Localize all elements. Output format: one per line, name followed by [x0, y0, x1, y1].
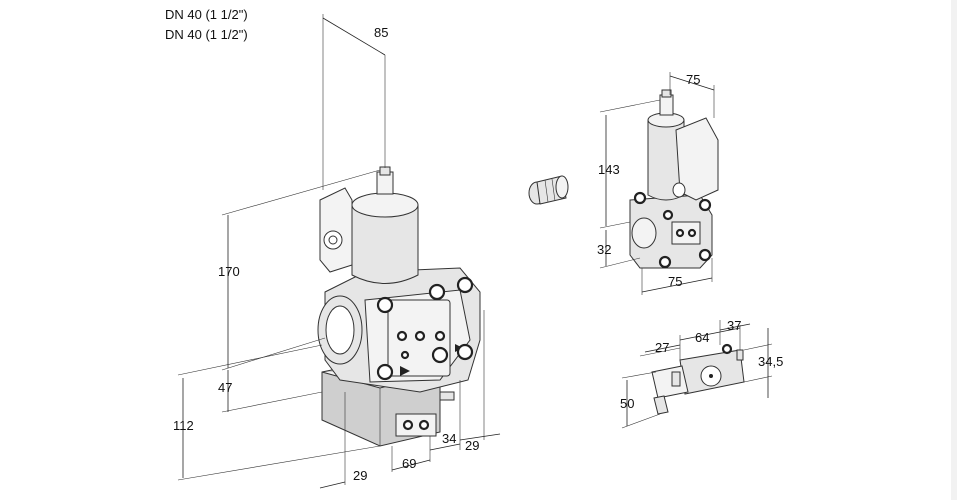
- dim-32: 32: [597, 242, 611, 257]
- dim-75-bottom: 75: [668, 274, 682, 289]
- dim-64: 64: [695, 330, 709, 345]
- dim-69: 69: [402, 456, 416, 471]
- dim-27: 27: [655, 340, 669, 355]
- dim-34-5: 34,5: [758, 354, 783, 369]
- bolt: [428, 283, 446, 301]
- bolt: [376, 296, 394, 314]
- dim-50: 50: [620, 396, 634, 411]
- dim-112: 112: [173, 418, 194, 433]
- solenoid-coil: [351, 204, 419, 284]
- cable-gland: [528, 175, 569, 205]
- small-valve: [629, 89, 719, 269]
- small-valve-body: [629, 194, 713, 269]
- small-actuator-dimensions: 27 64 37 34,5 50: [620, 318, 783, 429]
- small-pipe-stub: [439, 391, 455, 401]
- bolt: [456, 343, 474, 361]
- title-line-1: DN 40 (1 1/2"): [165, 7, 248, 22]
- main-dimensions: 85 170 47 112 29 69 34: [173, 14, 501, 489]
- plug-box: [651, 365, 689, 399]
- dim-37: 37: [727, 318, 741, 333]
- bolt: [431, 346, 449, 364]
- dim-75-top: 75: [686, 72, 700, 87]
- connector-box: [319, 187, 353, 273]
- dim-143: 143: [598, 162, 620, 177]
- lower-plate: [395, 413, 437, 437]
- dim-47: 47: [218, 380, 232, 395]
- bolt: [456, 276, 474, 294]
- plug-gland: [653, 395, 669, 415]
- small-valve-dimensions: 75 143 32 75: [597, 72, 715, 295]
- dim-85: 85: [374, 25, 388, 40]
- small-solenoid-coil: [647, 119, 685, 201]
- title-line-2: DN 40 (1 1/2"): [165, 27, 248, 42]
- dim-34: 34: [442, 431, 456, 446]
- dim-29-bottom: 29: [353, 468, 367, 483]
- dim-170: 170: [218, 264, 240, 279]
- bolt: [376, 363, 394, 381]
- small-actuator: [651, 343, 745, 415]
- dim-29-right: 29: [465, 438, 479, 453]
- main-valve: [317, 166, 481, 447]
- page-edge-strip: [951, 0, 957, 500]
